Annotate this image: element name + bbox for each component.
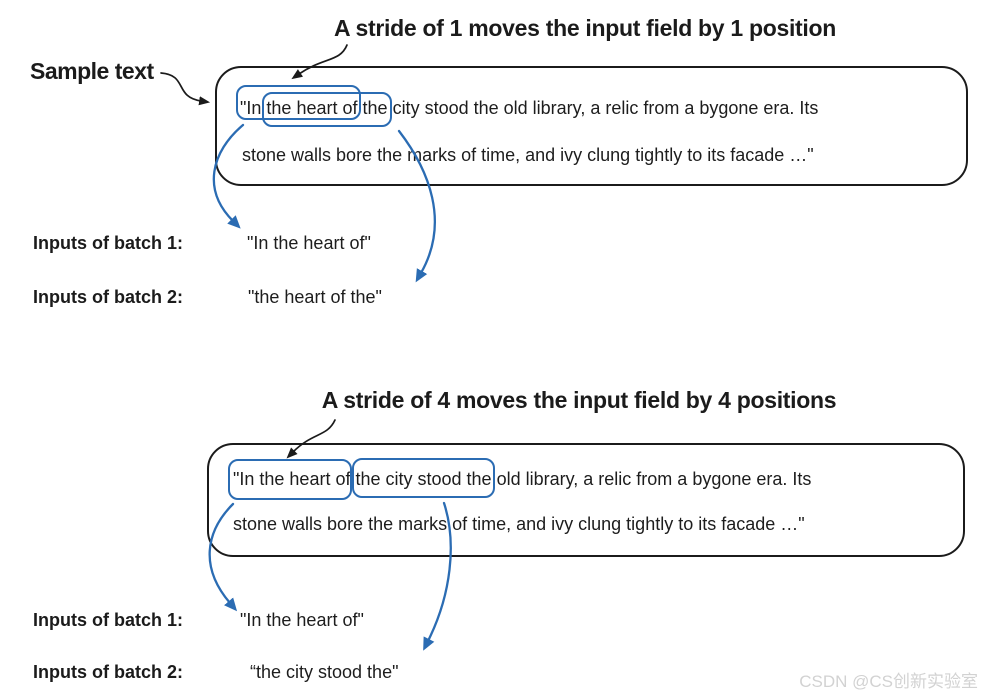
text-segment: the city stood the xyxy=(355,469,492,489)
text-segment: the heart of xyxy=(266,98,358,118)
stride1-sample-line1: "In the heart of the city stood the old … xyxy=(240,98,818,119)
stride4-window-batch1 xyxy=(228,459,353,500)
stride1-window-batch2 xyxy=(262,92,392,127)
stride4-sample-line1: "In the heart of the city stood the old … xyxy=(233,469,811,490)
stride4-window-batch2 xyxy=(352,458,495,498)
text-segment: old library, a relic from a bygone era. … xyxy=(496,469,812,489)
stride4-batch2-value: “the city stood the" xyxy=(250,662,399,682)
text-segment: city stood the old library, a relic from… xyxy=(392,98,819,118)
stride4-sample-line2: stone walls bore the marks of time, and … xyxy=(233,514,805,534)
stride1-batch2-label: Inputs of batch 2: xyxy=(33,287,183,307)
stride1-batch2-value: "the heart of the" xyxy=(248,287,382,307)
stride1-title: A stride of 1 moves the input field by 1… xyxy=(333,15,837,41)
stride1-window-batch1 xyxy=(236,85,361,120)
sample-text-label: Sample text xyxy=(30,58,154,84)
stride1-batch1-value: "In the heart of" xyxy=(247,233,371,253)
text-segment: the xyxy=(362,98,388,118)
text-segment: "In the heart of xyxy=(233,469,351,489)
csdn-watermark: CSDN @CS创新实验室 xyxy=(799,672,978,691)
stride1-batch1-label: Inputs of batch 1: xyxy=(33,233,183,253)
stride4-batch2-label: Inputs of batch 2: xyxy=(33,662,183,682)
stride1-sample-line2: stone walls bore the marks of time, and … xyxy=(242,145,814,165)
sample-text-arrow xyxy=(160,72,211,106)
stride4-title: A stride of 4 moves the input field by 4… xyxy=(321,387,837,413)
stride4-batch1-label: Inputs of batch 1: xyxy=(33,610,183,630)
stride4-sample-text-box xyxy=(207,443,965,557)
stride4-batch1-value: "In the heart of" xyxy=(240,610,364,630)
